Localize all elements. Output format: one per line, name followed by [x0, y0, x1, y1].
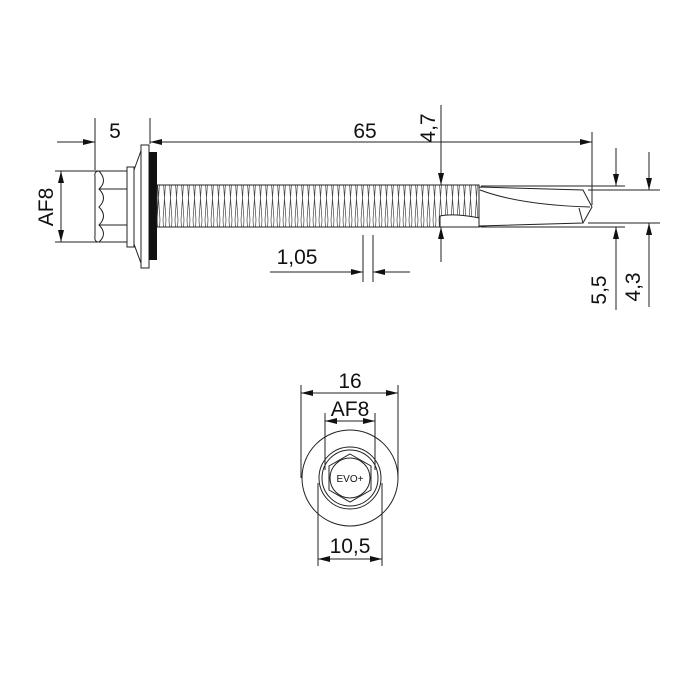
flange: [126, 166, 135, 248]
hex-outline: [328, 453, 372, 503]
dim-af-side: AF8: [35, 188, 58, 227]
side-view: 5 65 AF8 4,7 1,05 5,5 4,3: [35, 105, 660, 310]
dim-af-top: AF8: [331, 398, 370, 421]
dim-flange-diameter: 10,5: [330, 535, 371, 558]
drill-point: [478, 186, 593, 227]
top-view: EVO+ 16 AF8 10,5: [300, 370, 399, 566]
flange-circle: [318, 446, 382, 510]
dim-thread-diameter: 4,7: [417, 113, 440, 142]
dim-drill-point: 4,3: [622, 272, 645, 301]
dim-total-length: 65: [353, 120, 376, 143]
head-marking: EVO+: [337, 474, 364, 485]
washer-plate: [140, 144, 150, 269]
dim-head-width: 5: [109, 120, 121, 143]
dim-washer-thread: 5,5: [588, 275, 611, 304]
thread-shank: [156, 184, 480, 228]
dim-thread-pitch: 1,05: [277, 246, 318, 269]
dim-washer-diameter: 16: [338, 370, 361, 393]
rubber-seal: [149, 152, 157, 260]
